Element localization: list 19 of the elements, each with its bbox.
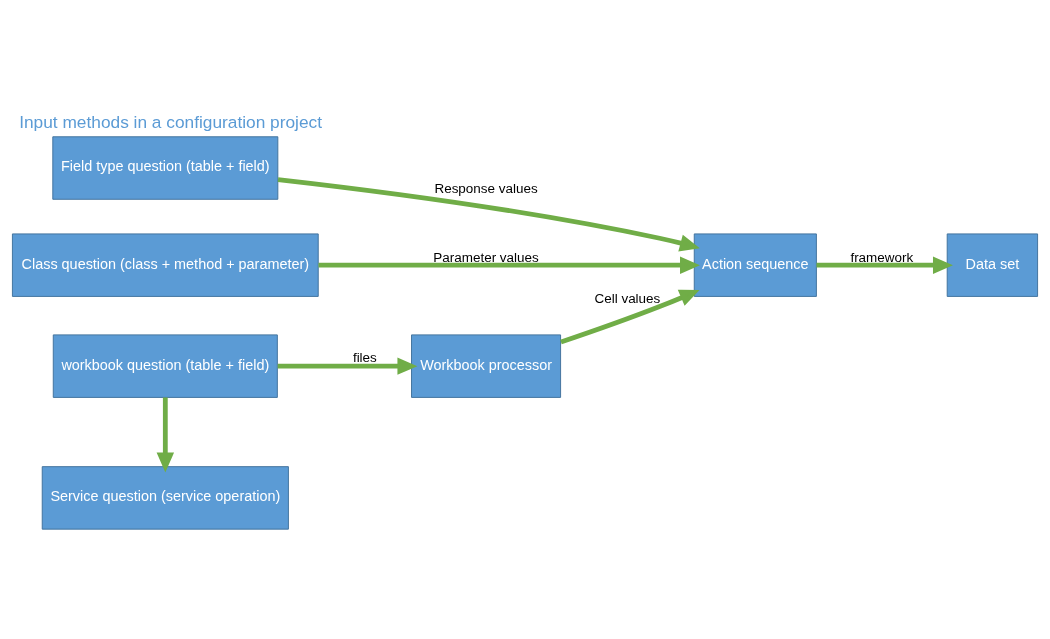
node-box: Workbook processor: [411, 334, 562, 398]
node-box: Data set: [946, 233, 1039, 297]
edge-label: framework: [850, 249, 914, 265]
edge-label: files: [352, 350, 377, 366]
arrow: [277, 357, 418, 375]
node-box: Action sequence: [693, 233, 817, 297]
diagram-title: Input methods in a configuration project: [19, 111, 323, 132]
node-box: Field type question (table + field): [52, 136, 279, 200]
arrow: [277, 177, 700, 252]
edge-label: Cell values: [594, 290, 661, 306]
edge-label: Response values: [434, 181, 538, 197]
node-box: workbook question (table + field): [52, 334, 278, 398]
arrow: [156, 397, 175, 473]
arrow: [318, 256, 700, 274]
node-box: Service question (service operation): [41, 466, 289, 530]
edge-label: Parameter values: [433, 249, 539, 265]
arrow: [816, 256, 953, 274]
node-box: Class question (class + method + parameter): [11, 233, 319, 297]
arrow: [560, 289, 700, 345]
